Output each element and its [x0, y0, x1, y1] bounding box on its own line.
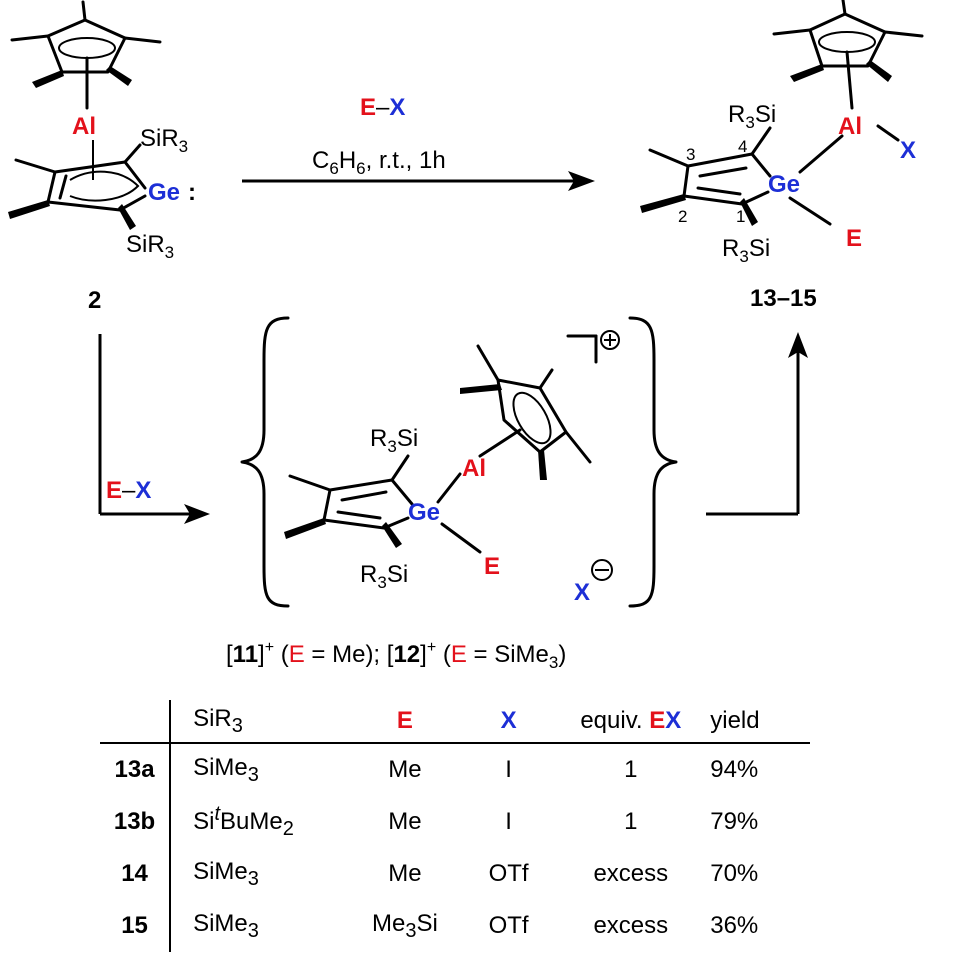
cell-equiv: excess [593, 912, 669, 939]
al-label: Al [72, 113, 96, 140]
header-compound [100, 700, 172, 744]
cell-sir3: SiMe3 [193, 857, 259, 890]
cell-x: I [505, 756, 512, 783]
table-row: 13a SiMe3 Me I 1 94% [100, 743, 810, 796]
cell-sir3: SiMe3 [193, 753, 259, 786]
cell-e: Me [388, 860, 422, 887]
header-x: X [457, 700, 560, 744]
product-label: 13–15 [750, 285, 817, 312]
intermediate-ge-label: Ge [408, 499, 440, 526]
cell-e: Me [388, 756, 422, 783]
cell-equiv: excess [593, 860, 669, 887]
product-e-label: E [846, 225, 862, 252]
table-row: 15 SiMe3 Me3Si OTf excess 36% [100, 900, 810, 952]
reaction-scheme: Al SiR3 Ge : SiR3 2 E–X C6H6, r.t., 1h A… [8, 0, 924, 672]
cell-yield: 70% [710, 860, 759, 887]
cell-sir3: SiMe3 [193, 909, 259, 942]
sir3-bottom-label: SiR3 [126, 231, 174, 262]
reagent-top: E–X [360, 94, 405, 121]
intermediate-caption: [11]+ (E = Me); [12]+ (E = SiMe3) [226, 639, 566, 672]
ge-lone-pair: : [188, 179, 196, 206]
intermediate-e-label: E [484, 553, 500, 580]
cell-equiv: 1 [624, 756, 638, 783]
header-sir3: SiR3 [170, 700, 352, 744]
product-x-label: X [900, 137, 916, 164]
cell-yield: 79% [710, 808, 759, 835]
cell-yield: 36% [710, 912, 759, 939]
cell-e: Me3Si [372, 909, 438, 942]
cell-x: I [505, 808, 512, 835]
product-r3si-bottom: R3Si [722, 235, 770, 266]
cell-sir3: SitBuMe2 [193, 803, 294, 840]
cell-equiv: 1 [624, 808, 638, 835]
yield-table: SiR3 E X equiv. EX yield 13a SiMe3 Me I … [100, 700, 810, 952]
header-yield: yield [702, 700, 810, 744]
header-equiv: equiv. EX [559, 700, 703, 744]
cell-compound: 13a [100, 743, 172, 796]
intermediate-r3si-top: R3Si [370, 425, 418, 456]
compound-2-label: 2 [88, 287, 101, 314]
intermediate-structure: Al R3Si Ge R3Si E X [240, 316, 678, 608]
cell-x: OTf [488, 912, 529, 939]
conditions-text: C6H6, r.t., 1h [312, 147, 446, 178]
header-e: E [352, 700, 458, 744]
cell-e: Me [388, 808, 422, 835]
product-ge-label: Ge [768, 171, 800, 198]
table-header-row: SiR3 E X equiv. EX yield [100, 700, 810, 744]
ring-number-3: 3 [686, 145, 695, 164]
cell-compound: 14 [100, 848, 172, 900]
ge-label: Ge [148, 179, 180, 206]
cell-compound: 15 [100, 900, 172, 952]
reagent-left: E–X [106, 477, 151, 504]
counter-anion-label: X [574, 579, 590, 606]
sir3-top-label: SiR3 [140, 125, 188, 156]
cell-compound: 13b [100, 796, 172, 848]
ring-number-4: 4 [738, 137, 747, 156]
table-row: 14 SiMe3 Me OTf excess 70% [100, 848, 810, 900]
cell-x: OTf [488, 860, 529, 887]
intermediate-al-label: Al [462, 455, 486, 482]
cell-yield: 94% [710, 756, 759, 783]
table-row: 13b SitBuMe2 Me I 1 79% [100, 796, 810, 848]
product-structure: Al X 3 4 2 1 R3Si Ge R3Si E [640, 0, 924, 266]
compound-2-structure: Al SiR3 Ge : SiR3 [8, 0, 196, 262]
intermediate-r3si-bottom: R3Si [360, 561, 408, 592]
product-r3si-top: R3Si [728, 101, 776, 132]
ring-number-2: 2 [678, 207, 687, 226]
ring-number-1: 1 [736, 207, 745, 226]
